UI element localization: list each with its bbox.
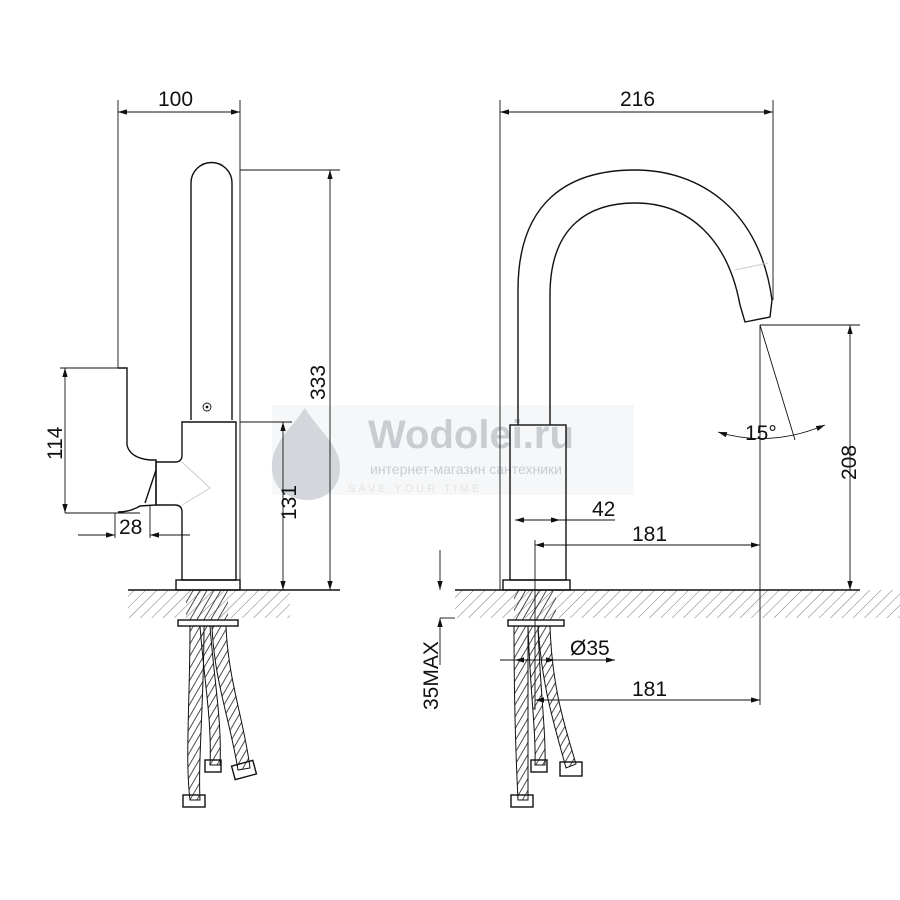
- dim-counter-max: 35MAX: [420, 641, 443, 710]
- dim-body-width: 42: [592, 498, 615, 521]
- dim-width: 100: [158, 88, 193, 111]
- dim-reach-bottom: 181: [632, 678, 667, 701]
- faucet-body: [155, 421, 237, 581]
- dim-body-height: 131: [278, 485, 301, 520]
- side-view: 100 333 131 114 28: [44, 88, 340, 808]
- dim-height: 333: [307, 365, 330, 400]
- lever-handle: [117, 367, 157, 513]
- watermark-slogan: SAVE YOUR TIME: [348, 483, 482, 495]
- watermark-tagline: интернет-магазин сантехники: [370, 461, 562, 477]
- spout: [190, 161, 233, 420]
- front-view: 216 208 15° 42 181 181 Ø35 35MAX: [420, 88, 900, 808]
- dim-handle-height: 114: [44, 426, 67, 460]
- dim-spout-height: 208: [838, 445, 861, 480]
- dim-handle-depth: 28: [119, 516, 142, 539]
- gooseneck-spout: [517, 169, 773, 425]
- water-drop-logo-icon: [271, 408, 340, 500]
- dim-width: 216: [620, 88, 655, 111]
- dim-reach-top: 181: [632, 523, 667, 546]
- dim-angle: 15°: [745, 422, 777, 445]
- dim-hole-diameter: Ø35: [570, 637, 610, 660]
- aerator: [739, 299, 773, 323]
- watermark-brand: Wodolei.ru: [368, 413, 574, 457]
- watermark: Wodolei.ru интернет-магазин сантехники S…: [271, 405, 634, 500]
